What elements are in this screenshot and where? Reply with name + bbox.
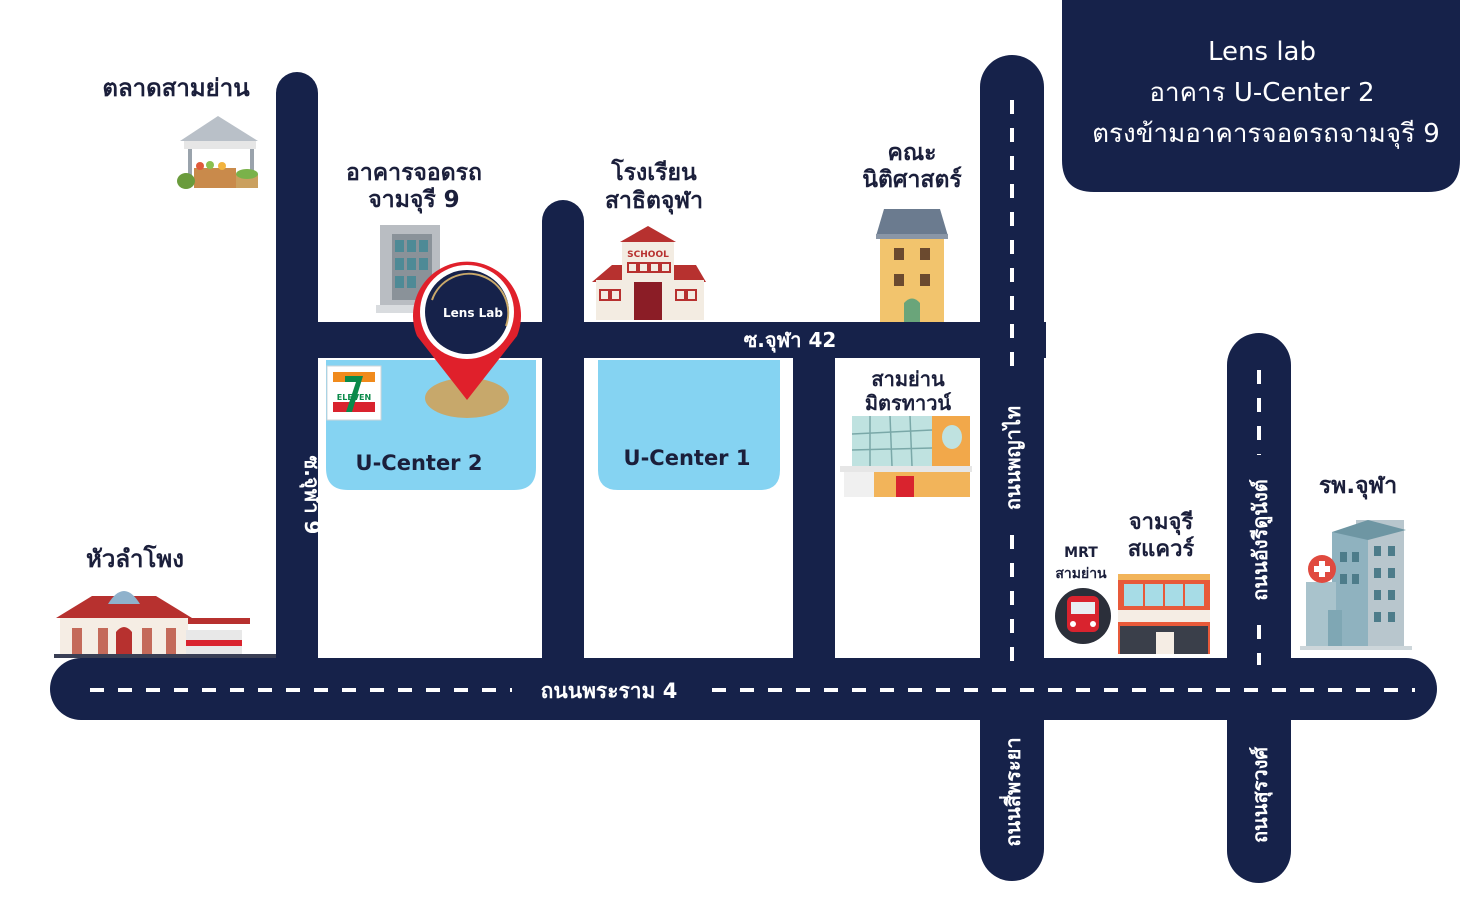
hospital-label: รพ.จุฬา	[1319, 473, 1397, 500]
square-label-1: จามจุรี	[1129, 510, 1194, 536]
mrt-train-icon	[1055, 588, 1111, 644]
mitrtown-label-1: สามย่าน	[871, 367, 945, 391]
road-label-rama4: ถนนพระราม 4	[541, 679, 678, 703]
chamchuri-square-icon	[1118, 574, 1210, 654]
mrt-label-1: MRT	[1064, 545, 1098, 561]
school-label-1: โรงเรียน	[610, 158, 697, 186]
road-label-henri-dunant: ถนนอังรีดูนังต์	[1248, 479, 1274, 600]
law-label-2: นิติศาสตร์	[862, 166, 962, 193]
school-sign: SCHOOL	[627, 250, 669, 260]
seven-eleven-text: ELEVEN	[337, 393, 371, 402]
law-label-1: คณะ	[887, 140, 936, 166]
road-label-soi42: ซ.จุฬา 42	[744, 328, 837, 353]
school-icon: SCHOOL	[592, 226, 706, 320]
market-label: ตลาดสามย่าน	[102, 74, 250, 102]
law-faculty-icon	[876, 209, 948, 322]
pin-logo-text: Lens Lab	[443, 306, 503, 320]
mitrtown-label-2: มิตรทาวน์	[865, 391, 952, 415]
parking-label-1: อาคารจอดรถ	[346, 160, 482, 186]
square-label-2: สแควร์	[1128, 536, 1195, 562]
school-label-2: สาธิตจุฬา	[605, 188, 703, 215]
lane-markings	[90, 100, 1415, 692]
market-stall-icon	[177, 116, 258, 189]
road-henri-dunant[interactable]	[1227, 333, 1291, 883]
seven-eleven-icon: ELEVEN	[326, 365, 382, 421]
road-label-soi9: ซ.จุฬา 9	[299, 456, 324, 535]
road-middle-vertical[interactable]	[542, 200, 584, 700]
ucenter2-label: U-Center 2	[356, 451, 483, 475]
info-box: Lens lab อาคาร U-Center 2 ตรงข้ามอาคารจอ…	[1062, 0, 1460, 192]
road-soi-chula-42[interactable]	[296, 322, 1046, 358]
info-line-1: Lens lab	[1208, 37, 1316, 67]
location-pin-icon[interactable]: Lens Lab	[413, 261, 521, 418]
parking-label-2: จามจุรี 9	[368, 187, 459, 214]
mitrtown-icon	[840, 415, 972, 497]
road-soi-chula-9[interactable]	[276, 72, 318, 702]
road-label-surawong: ถนนสุรวงศ์	[1248, 746, 1273, 843]
hualamphong-station-icon	[54, 591, 276, 658]
road-label-si-phraya: ถนนสี่พระยา	[998, 737, 1025, 846]
hospital-icon	[1300, 520, 1412, 650]
ucenter1-label: U-Center 1	[624, 446, 751, 470]
info-line-2: อาคาร U-Center 2	[1149, 78, 1374, 108]
road-label-phaya-thai: ถนนพญาไท	[1001, 406, 1025, 510]
ucenter1-block[interactable]: U-Center 1	[598, 360, 780, 490]
info-line-3: ตรงข้ามอาคารจอดรถจามจุรี 9	[1092, 119, 1440, 149]
mrt-label-2: สามย่าน	[1055, 566, 1107, 582]
road-small-vertical[interactable]	[793, 350, 835, 700]
hualamphong-label: หัวลำโพง	[86, 544, 184, 573]
